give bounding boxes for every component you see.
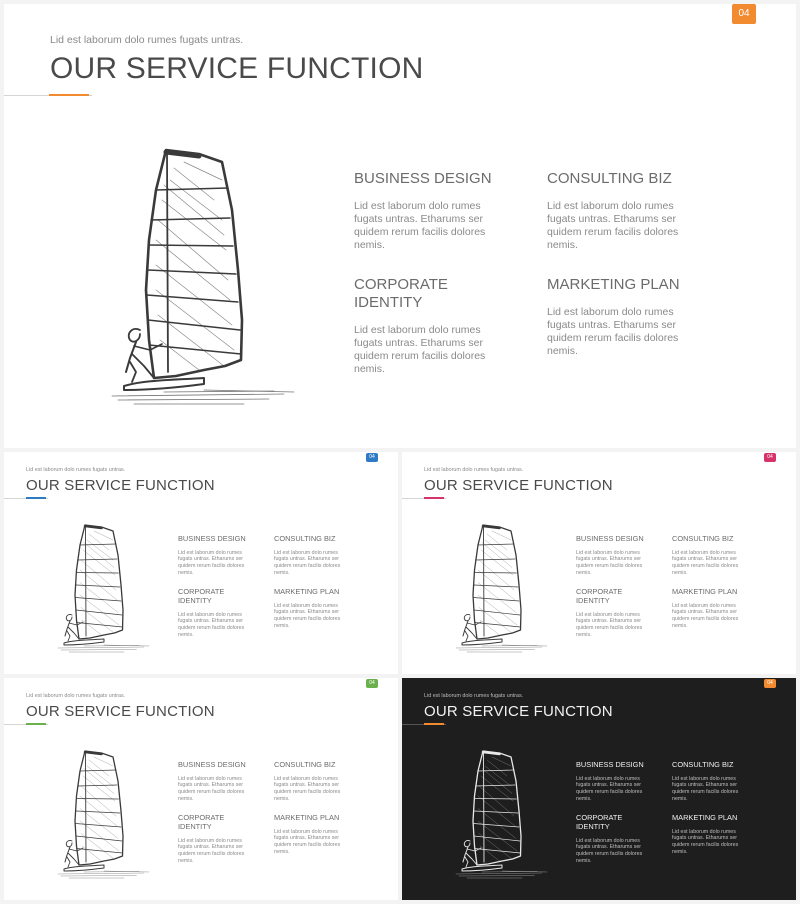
service-description: Lid est laborum dolo rumes fugats untras… xyxy=(672,602,739,629)
title-accent-bar xyxy=(26,723,46,725)
service-title: BUSINESS DESIGN xyxy=(178,760,246,769)
windsurfer-sketch-icon xyxy=(54,520,154,655)
service-description: Lid est laborum dolo rumes fugats untras… xyxy=(354,324,486,376)
service-title: CONSULTING BIZ xyxy=(547,170,672,187)
service-item: BUSINESS DESIGN Lid est laborum dolo rume… xyxy=(576,760,654,802)
service-item: CORPORATE IDENTITY Lid est laborum dolo r… xyxy=(576,587,654,638)
service-description: Lid est laborum dolo rumes fugats untras… xyxy=(274,775,341,802)
title-accent-bar xyxy=(26,497,46,499)
service-description: Lid est laborum dolo rumes fugats untras… xyxy=(576,549,643,576)
service-title: BUSINESS DESIGN xyxy=(178,534,246,543)
service-title: MARKETING PLAN xyxy=(274,813,340,822)
windsurfer-sketch-icon xyxy=(104,140,304,410)
slide-4[interactable]: Lid est laborum dolo rumes fugats untras… xyxy=(4,678,398,900)
service-item: CORPORATE IDENTITY Lid est laborum dolo r… xyxy=(178,813,256,864)
title-rule xyxy=(402,724,446,725)
service-description: Lid est laborum dolo rumes fugats untras… xyxy=(576,837,643,864)
windsurfer-sketch-icon xyxy=(452,746,552,881)
service-item: CONSULTING BIZ Lid est laborum dolo rumes… xyxy=(274,760,352,802)
service-title: CORPORATE IDENTITY xyxy=(354,276,448,311)
service-item: BUSINESS DESIGN Lid est laborum dolo rume… xyxy=(178,760,256,802)
page-number-badge: 04 xyxy=(764,453,776,462)
slide-title: OUR SERVICE FUNCTION xyxy=(26,703,215,720)
service-item: MARKETING PLAN Lid est laborum dolo rumes… xyxy=(274,813,352,855)
service-description: Lid est laborum dolo rumes fugats untras… xyxy=(274,602,341,629)
slide-subtitle: Lid est laborum dolo rumes fugats untras… xyxy=(26,467,126,473)
service-item: CORPORATE IDENTITY Lid est laborum dolo r… xyxy=(178,587,256,638)
service-title: CORPORATE IDENTITY xyxy=(576,813,623,831)
service-title: CONSULTING BIZ xyxy=(672,534,734,543)
slide-5[interactable]: Lid est laborum dolo rumes fugats untras… xyxy=(402,678,796,900)
slide-title: OUR SERVICE FUNCTION xyxy=(26,477,215,494)
title-rule xyxy=(4,724,48,725)
page-number-badge: 04 xyxy=(764,679,776,688)
service-item: MARKETING PLAN Lid est laborum dolo rumes… xyxy=(547,276,697,359)
service-item: BUSINESS DESIGN Lid est laborum dolo rume… xyxy=(576,534,654,576)
service-title: CORPORATE IDENTITY xyxy=(178,813,225,831)
service-title: MARKETING PLAN xyxy=(672,813,738,822)
slide-subtitle: Lid est laborum dolo rumes fugats untras… xyxy=(424,693,524,699)
slide-subtitle: Lid est laborum dolo rumes fugats untras… xyxy=(26,693,126,699)
title-rule xyxy=(4,95,92,96)
slide-title: OUR SERVICE FUNCTION xyxy=(424,477,613,494)
title-rule xyxy=(4,498,48,499)
service-description: Lid est laborum dolo rumes fugats untras… xyxy=(672,549,739,576)
service-description: Lid est laborum dolo rumes fugats untras… xyxy=(178,837,245,864)
service-item: CONSULTING BIZ Lid est laborum dolo rumes… xyxy=(547,170,697,253)
service-description: Lid est laborum dolo rumes fugats untras… xyxy=(576,775,643,802)
windsurfer-sketch-icon xyxy=(452,520,552,655)
page-number-badge: 04 xyxy=(366,679,378,688)
title-accent-bar xyxy=(424,723,444,725)
service-description: Lid est laborum dolo rumes fugats untras… xyxy=(672,775,739,802)
service-title: CORPORATE IDENTITY xyxy=(576,587,623,605)
service-item: BUSINESS DESIGN Lid est laborum dolo rume… xyxy=(178,534,256,576)
service-item: MARKETING PLAN Lid est laborum dolo rumes… xyxy=(274,587,352,629)
service-title: CONSULTING BIZ xyxy=(274,534,336,543)
service-item: MARKETING PLAN Lid est laborum dolo rumes… xyxy=(672,587,750,629)
service-description: Lid est laborum dolo rumes fugats untras… xyxy=(672,828,739,855)
service-title: BUSINESS DESIGN xyxy=(576,534,644,543)
service-item: BUSINESS DESIGN Lid est laborum dolo rume… xyxy=(354,170,504,253)
service-item: CONSULTING BIZ Lid est laborum dolo rumes… xyxy=(672,534,750,576)
service-title: BUSINESS DESIGN xyxy=(354,170,492,187)
service-item: CORPORATE IDENTITY Lid est laborum dolo r… xyxy=(576,813,654,864)
slide-3[interactable]: Lid est laborum dolo rumes fugats untras… xyxy=(402,452,796,674)
title-rule xyxy=(402,498,446,499)
service-item: CONSULTING BIZ Lid est laborum dolo rumes… xyxy=(274,534,352,576)
page-number-badge: 04 xyxy=(366,453,378,462)
windsurfer-sketch-icon xyxy=(54,746,154,881)
service-description: Lid est laborum dolo rumes fugats untras… xyxy=(274,549,341,576)
service-description: Lid est laborum dolo rumes fugats untras… xyxy=(547,200,679,252)
service-title: CONSULTING BIZ xyxy=(274,760,336,769)
title-accent-bar xyxy=(424,497,444,499)
service-title: MARKETING PLAN xyxy=(672,587,738,596)
slide-1[interactable]: Lid est laborum dolo rumes fugats untras… xyxy=(4,4,796,448)
slide-subtitle: Lid est laborum dolo rumes fugats untras… xyxy=(424,467,524,473)
slide-title: OUR SERVICE FUNCTION xyxy=(50,52,424,85)
service-item: MARKETING PLAN Lid est laborum dolo rumes… xyxy=(672,813,750,855)
page-number-badge: 04 xyxy=(732,4,756,24)
service-description: Lid est laborum dolo rumes fugats untras… xyxy=(354,200,486,252)
service-description: Lid est laborum dolo rumes fugats untras… xyxy=(576,611,643,638)
slide-subtitle: Lid est laborum dolo rumes fugats untras… xyxy=(50,34,244,46)
service-title: MARKETING PLAN xyxy=(274,587,340,596)
service-title: CONSULTING BIZ xyxy=(672,760,734,769)
service-description: Lid est laborum dolo rumes fugats untras… xyxy=(274,828,341,855)
service-description: Lid est laborum dolo rumes fugats untras… xyxy=(178,549,245,576)
service-item: CORPORATE IDENTITY Lid est laborum dolo r… xyxy=(354,276,504,377)
service-title: MARKETING PLAN xyxy=(547,276,680,293)
service-description: Lid est laborum dolo rumes fugats untras… xyxy=(178,611,245,638)
title-accent-bar xyxy=(49,94,89,96)
slide-2[interactable]: Lid est laborum dolo rumes fugats untras… xyxy=(4,452,398,674)
slide-title: OUR SERVICE FUNCTION xyxy=(424,703,613,720)
service-description: Lid est laborum dolo rumes fugats untras… xyxy=(547,306,679,358)
service-description: Lid est laborum dolo rumes fugats untras… xyxy=(178,775,245,802)
service-item: CONSULTING BIZ Lid est laborum dolo rumes… xyxy=(672,760,750,802)
service-title: CORPORATE IDENTITY xyxy=(178,587,225,605)
service-title: BUSINESS DESIGN xyxy=(576,760,644,769)
